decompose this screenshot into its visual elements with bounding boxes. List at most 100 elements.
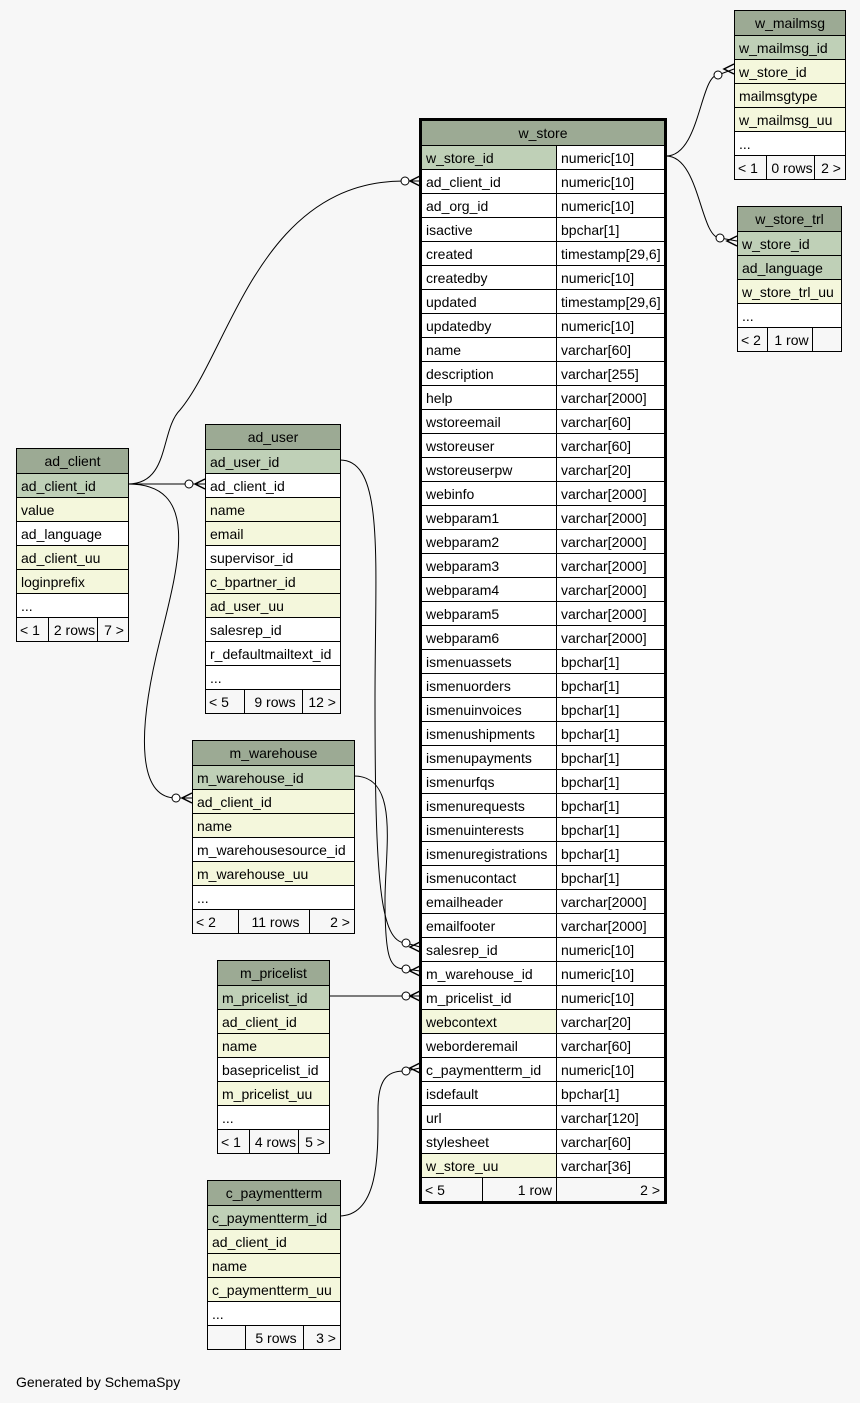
column-row: value xyxy=(17,497,128,521)
column-row: ... xyxy=(735,131,845,155)
column-row: w_store_id xyxy=(735,59,845,83)
rel-w_store-w_store_trl xyxy=(665,155,738,242)
rel-c_paymentterm-w_store xyxy=(338,1067,421,1217)
column-row: r_defaultmailtext_id xyxy=(206,641,340,665)
column-type: varchar[60] xyxy=(556,1034,664,1057)
footer-prev[interactable]: < 5 xyxy=(209,693,229,710)
column-row: w_mailmsg_id xyxy=(735,35,845,59)
footer-prev[interactable]: < 1 xyxy=(738,159,758,176)
column-row: ad_client_id xyxy=(218,1009,329,1033)
footer-next[interactable]: 2 > xyxy=(308,910,354,933)
rel-end-circle xyxy=(171,793,181,803)
column-name: ad_client_uu xyxy=(21,549,101,566)
column-name: webparam1 xyxy=(422,506,556,529)
column-name: ismenushipments xyxy=(422,722,556,745)
column-name: salesrep_id xyxy=(210,621,282,638)
column-name: ad_client_id xyxy=(210,477,285,494)
column-type: timestamp[29,6] xyxy=(556,290,664,313)
footer-next[interactable]: 5 > xyxy=(297,1130,329,1153)
column-type: numeric[10] xyxy=(556,170,664,193)
column-name: emailheader xyxy=(422,890,556,913)
column-name: c_paymentterm_id xyxy=(422,1058,556,1081)
column-name: ismenupayments xyxy=(422,746,556,769)
rel-end-circle xyxy=(401,964,411,974)
column-type: varchar[2000] xyxy=(556,890,664,913)
column-name: ... xyxy=(210,669,222,686)
column-name: salesrep_id xyxy=(422,938,556,961)
column-name: ad_client_id xyxy=(197,793,272,810)
column-name: m_pricelist_id xyxy=(222,989,308,1006)
footer-prev[interactable]: < 2 xyxy=(741,331,761,348)
column-row: m_warehouse_uu xyxy=(193,861,354,885)
column-type: varchar[2000] xyxy=(556,482,664,505)
table-title: m_warehouse xyxy=(229,745,318,761)
footer-next[interactable]: 7 > xyxy=(96,618,128,641)
column-name: ismenucontact xyxy=(422,866,556,889)
column-row: ad_user_id xyxy=(206,449,340,473)
column-name: url xyxy=(422,1106,556,1129)
column-type: varchar[2000] xyxy=(556,530,664,553)
column-type: bpchar[1] xyxy=(556,650,664,673)
column-name: name xyxy=(212,1257,248,1274)
footer-next[interactable]: 3 > xyxy=(303,1326,340,1349)
column-row: salesrep_id xyxy=(206,617,340,641)
column-name: ad_user_id xyxy=(210,453,280,470)
column-name: m_warehouse_uu xyxy=(197,865,309,882)
footer-next[interactable]: 12 > xyxy=(302,690,340,713)
footer-prev[interactable]: < 1 xyxy=(20,621,40,638)
column-name: ... xyxy=(742,307,754,324)
table-title: w_mailmsg xyxy=(754,15,825,31)
table-title: ad_user xyxy=(247,429,299,445)
column-type: numeric[10] xyxy=(556,1058,664,1081)
column-name: ismenuinvoices xyxy=(422,698,556,721)
rel-ad_client-m_warehouse xyxy=(127,483,192,799)
table-header: m_warehouse xyxy=(193,741,354,765)
column-name: webparam4 xyxy=(422,578,556,601)
column-name: webparam6 xyxy=(422,626,556,649)
footer-next[interactable]: 2 > xyxy=(814,156,845,179)
column-name: weborderemail xyxy=(422,1034,556,1057)
column-row: ... xyxy=(17,593,128,617)
column-name: wstoreemail xyxy=(422,410,556,433)
footer-prev[interactable]: < 2 xyxy=(196,913,216,930)
column-name: w_store_id xyxy=(422,146,556,169)
table-header: w_store xyxy=(422,121,664,145)
column-type: varchar[36] xyxy=(556,1154,664,1177)
column-name: help xyxy=(422,386,556,409)
column-type: bpchar[1] xyxy=(556,1082,664,1105)
column-row: m_warehousesource_id xyxy=(193,837,354,861)
column-name: webcontext xyxy=(422,1010,556,1033)
footer-prev[interactable]: < 5 xyxy=(425,1181,445,1198)
column-type: varchar[2000] xyxy=(556,626,664,649)
column-row: ... xyxy=(218,1105,329,1129)
column-name: ismenurequests xyxy=(422,794,556,817)
table-header: w_mailmsg xyxy=(735,11,845,35)
column-type: varchar[255] xyxy=(556,362,664,385)
footer-prev[interactable] xyxy=(208,1326,245,1349)
table-header: m_pricelist xyxy=(218,961,329,985)
column-row: basepricelist_id xyxy=(218,1057,329,1081)
generated-by-label: Generated by SchemaSpy xyxy=(16,1374,181,1390)
footer-prev[interactable]: < 1 xyxy=(221,1133,241,1150)
column-type: timestamp[29,6] xyxy=(556,242,664,265)
column-name: m_warehousesource_id xyxy=(197,841,346,858)
footer-next[interactable] xyxy=(812,328,841,351)
column-name: isdefault xyxy=(422,1082,556,1105)
footer-next[interactable]: 2 > xyxy=(556,1178,664,1201)
column-name: w_mailmsg_id xyxy=(739,39,828,56)
crowfoot xyxy=(193,478,206,490)
